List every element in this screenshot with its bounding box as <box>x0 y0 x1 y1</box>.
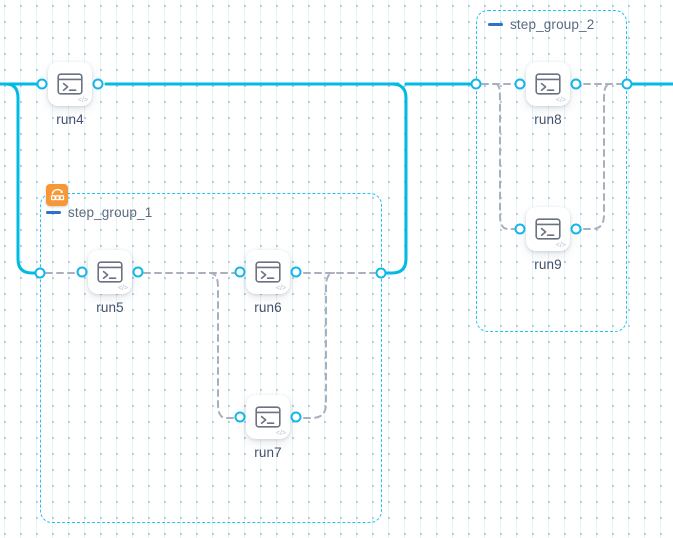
terminal-icon <box>97 261 123 283</box>
node-run9[interactable]: </> run9 <box>514 207 582 272</box>
node-input-port[interactable] <box>514 223 526 235</box>
node-input-port[interactable] <box>234 266 246 278</box>
code-glyph: </> <box>275 430 286 437</box>
node-card[interactable]: </> <box>246 250 290 294</box>
collapse-toggle-icon[interactable] <box>46 211 61 214</box>
step-group-badge-icon <box>46 184 68 206</box>
terminal-icon <box>57 73 83 95</box>
terminal-icon <box>535 73 561 95</box>
node-card[interactable]: </> <box>246 395 290 439</box>
group-step-group-1[interactable] <box>40 193 382 523</box>
node-label: run6 <box>254 300 282 315</box>
node-input-port[interactable] <box>76 266 88 278</box>
node-output-port[interactable] <box>570 78 582 90</box>
code-glyph: </> <box>77 97 88 104</box>
node-run4[interactable]: </> run4 <box>36 62 104 127</box>
edge-group1-to-trunk <box>379 82 408 275</box>
group-label-step-group-2[interactable]: step_group_2 <box>488 17 594 32</box>
node-label: run9 <box>534 257 562 272</box>
collapse-toggle-icon[interactable] <box>488 23 503 26</box>
node-output-port[interactable] <box>132 266 144 278</box>
node-label: run4 <box>56 112 84 127</box>
node-output-port[interactable] <box>290 266 302 278</box>
node-input-port[interactable] <box>234 411 246 423</box>
group-title: step_group_1 <box>68 205 153 220</box>
group1-input-port[interactable] <box>34 267 46 279</box>
node-input-port[interactable] <box>514 78 526 90</box>
edge-canvas-to-group1 <box>0 82 42 275</box>
node-label: run5 <box>96 300 124 315</box>
group2-input-port[interactable] <box>470 78 482 90</box>
code-glyph: </> <box>117 285 128 292</box>
node-output-port[interactable] <box>290 411 302 423</box>
node-label: run7 <box>254 445 282 460</box>
node-card[interactable]: </> <box>88 250 132 294</box>
group-title: step_group_2 <box>510 17 595 32</box>
node-card[interactable]: </> <box>48 62 92 106</box>
node-card[interactable]: </> <box>526 207 570 251</box>
node-input-port[interactable] <box>36 78 48 90</box>
code-glyph: </> <box>555 97 566 104</box>
group-step-group-2[interactable] <box>476 10 627 332</box>
node-run6[interactable]: </> run6 <box>234 250 302 315</box>
node-run8[interactable]: </> run8 <box>514 62 582 127</box>
code-glyph: </> <box>555 242 566 249</box>
terminal-icon <box>255 261 281 283</box>
node-card[interactable]: </> <box>526 62 570 106</box>
terminal-icon <box>535 218 561 240</box>
node-output-port[interactable] <box>570 223 582 235</box>
node-label: run8 <box>534 112 562 127</box>
group2-output-port[interactable] <box>621 78 633 90</box>
node-output-port[interactable] <box>92 78 104 90</box>
terminal-icon <box>255 406 281 428</box>
group-label-step-group-1[interactable]: step_group_1 <box>46 205 152 220</box>
node-run7[interactable]: </> run7 <box>234 395 302 460</box>
group1-output-port[interactable] <box>375 267 387 279</box>
code-glyph: </> <box>275 285 286 292</box>
node-run5[interactable]: </> run5 <box>76 250 144 315</box>
